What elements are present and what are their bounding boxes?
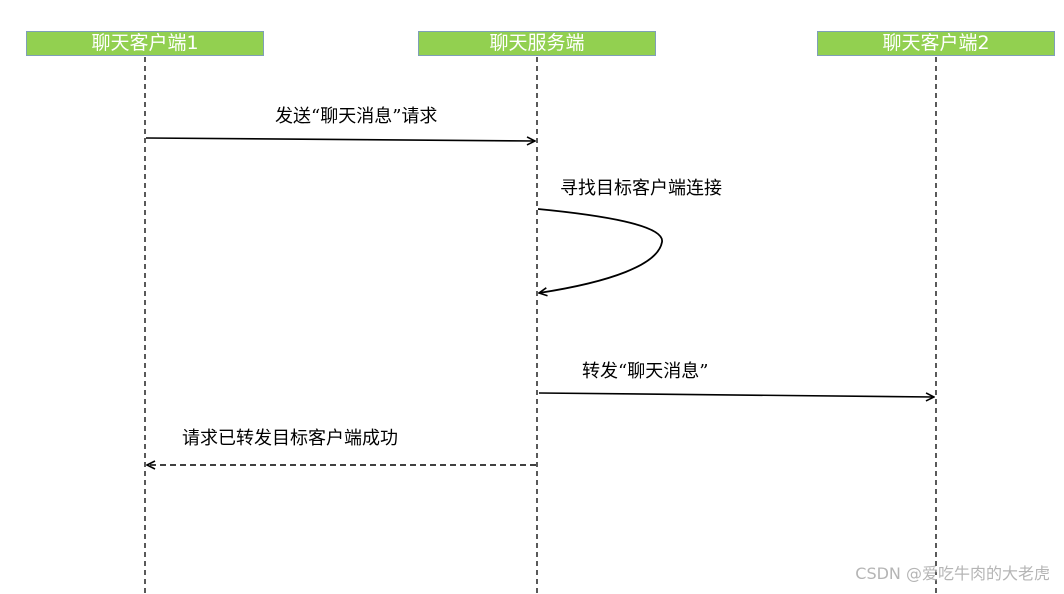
actor-client2: 聊天客户端2 (817, 31, 1055, 56)
arrow-self-loop (538, 208, 663, 293)
arrow-send-request (145, 138, 535, 141)
label-forward: 转发“聊天消息” (582, 361, 709, 382)
label-find-connection: 寻找目标客户端连接 (560, 178, 722, 199)
label-reply-success: 请求已转发目标客户端成功 (182, 428, 398, 449)
actor-client1: 聊天客户端1 (26, 31, 264, 56)
watermark: CSDN @爱吃牛肉的大老虎 (855, 564, 1050, 583)
actor-server: 聊天服务端 (418, 31, 656, 56)
label-send-request: 发送“聊天消息”请求 (275, 106, 438, 127)
arrow-forward (538, 392, 934, 397)
